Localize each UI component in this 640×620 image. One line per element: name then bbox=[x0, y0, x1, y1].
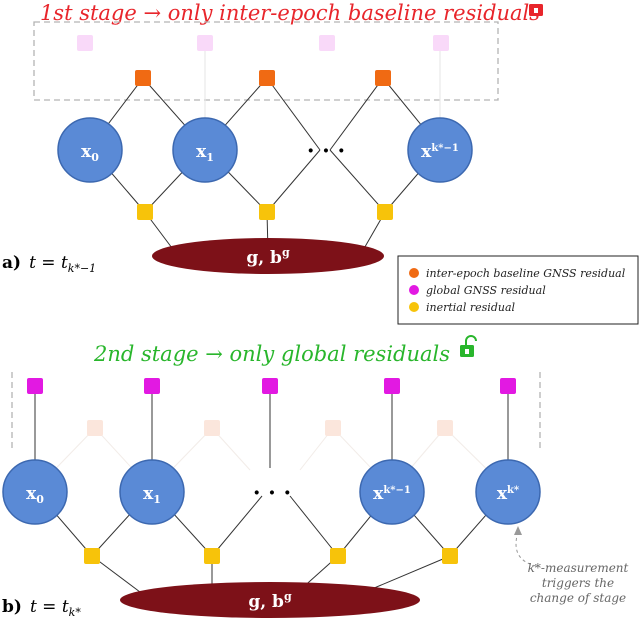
legend-item-global: global GNSS residual bbox=[409, 284, 546, 297]
stage1-global-factor-faded bbox=[433, 35, 449, 51]
stage2-inertial-factor bbox=[84, 548, 100, 564]
stage1-global-factor-faded bbox=[77, 35, 93, 51]
legend: inter-epoch baseline GNSS residual globa… bbox=[397, 255, 639, 325]
stage2-inter-epoch-factor-faded bbox=[87, 420, 103, 436]
stage1-title: 1st stage → only inter-epoch baseline re… bbox=[40, 1, 540, 25]
stage1-bias-node: g, bg bbox=[152, 238, 384, 274]
stage1-dashed-region bbox=[33, 21, 499, 101]
stage1-global-factor-faded bbox=[319, 35, 335, 51]
stage2-inertial-factor bbox=[330, 548, 346, 564]
stage2-inertial-factor bbox=[204, 548, 220, 564]
legend-item-inter-epoch: inter-epoch baseline GNSS residual bbox=[409, 267, 626, 280]
svg-text:x1: x1 bbox=[196, 142, 214, 164]
stage2-global-factor bbox=[500, 378, 516, 394]
stage2-panel-label: b)t = tk* bbox=[2, 597, 81, 619]
stage2-state-node-k: xk* bbox=[475, 459, 541, 525]
stage2-state-node-k-1: xk*−1 bbox=[359, 459, 425, 525]
stage2-global-factor bbox=[27, 378, 43, 394]
svg-text:global GNSS residual: global GNSS residual bbox=[426, 284, 546, 297]
svg-text:change of stage: change of stage bbox=[530, 591, 626, 605]
stage1-inertial-factor bbox=[259, 204, 275, 220]
stage1-state-node-1: x1 bbox=[172, 117, 238, 183]
svg-text:g, bg: g, bg bbox=[246, 246, 290, 268]
stage2-ellipsis: · · · bbox=[253, 480, 291, 506]
svg-text:inter-epoch baseline GNSS resi: inter-epoch baseline GNSS residual bbox=[426, 267, 626, 280]
stage1-inertial-factor bbox=[377, 204, 393, 220]
svg-text:k*-measurement: k*-measurement bbox=[528, 561, 629, 575]
stage2-state-node-1: x1 bbox=[119, 459, 185, 525]
stage1-state-node-k-1: xk*−1 bbox=[407, 117, 473, 183]
stage2-global-factor bbox=[262, 378, 278, 394]
stage2-inter-epoch-factor-faded bbox=[325, 420, 341, 436]
stage1-inter-epoch-factor bbox=[259, 70, 275, 86]
legend-item-inertial: inertial residual bbox=[409, 301, 515, 314]
stage1-ellipsis: · · · bbox=[307, 138, 345, 164]
stage1-panel-label: a)t = tk*−1 bbox=[2, 253, 96, 275]
stage1-global-factor-faded bbox=[197, 35, 213, 51]
stage1-inter-epoch-factor bbox=[375, 70, 391, 86]
stage2-panel: 2nd stage → only global residuals bbox=[2, 335, 629, 619]
stage1-inertial-factor bbox=[137, 204, 153, 220]
unlocked-padlock-icon bbox=[460, 335, 477, 357]
svg-text:x1: x1 bbox=[143, 484, 161, 506]
stage2-inter-epoch-factor-faded bbox=[437, 420, 453, 436]
stage2-state-node-0: x0 bbox=[2, 459, 68, 525]
stage2-title: 2nd stage → only global residuals bbox=[93, 342, 450, 366]
stage1-inter-epoch-factor bbox=[135, 70, 151, 86]
svg-text:triggers the: triggers the bbox=[542, 576, 614, 590]
stage2-inertial-factor bbox=[442, 548, 458, 564]
svg-text:g, bg: g, bg bbox=[248, 590, 292, 612]
stage2-bias-node: g, bg bbox=[120, 582, 420, 618]
stage2-global-factor bbox=[144, 378, 160, 394]
svg-text:x0: x0 bbox=[81, 142, 99, 164]
svg-text:x0: x0 bbox=[26, 484, 44, 506]
stage-change-note: k*-measurement triggers the change of st… bbox=[514, 526, 629, 605]
stage1-state-node-0: x0 bbox=[57, 117, 123, 183]
svg-text:xk*−1: xk*−1 bbox=[421, 142, 459, 162]
svg-text:inertial residual: inertial residual bbox=[426, 301, 515, 314]
locked-padlock-icon bbox=[529, 4, 543, 16]
stage2-inter-epoch-factor-faded bbox=[204, 420, 220, 436]
svg-text:xk*: xk* bbox=[497, 484, 520, 504]
svg-text:xk*−1: xk*−1 bbox=[373, 484, 411, 504]
stage1-panel: 1st stage → only inter-epoch baseline re… bbox=[2, 1, 543, 275]
stage2-global-factor bbox=[384, 378, 400, 394]
